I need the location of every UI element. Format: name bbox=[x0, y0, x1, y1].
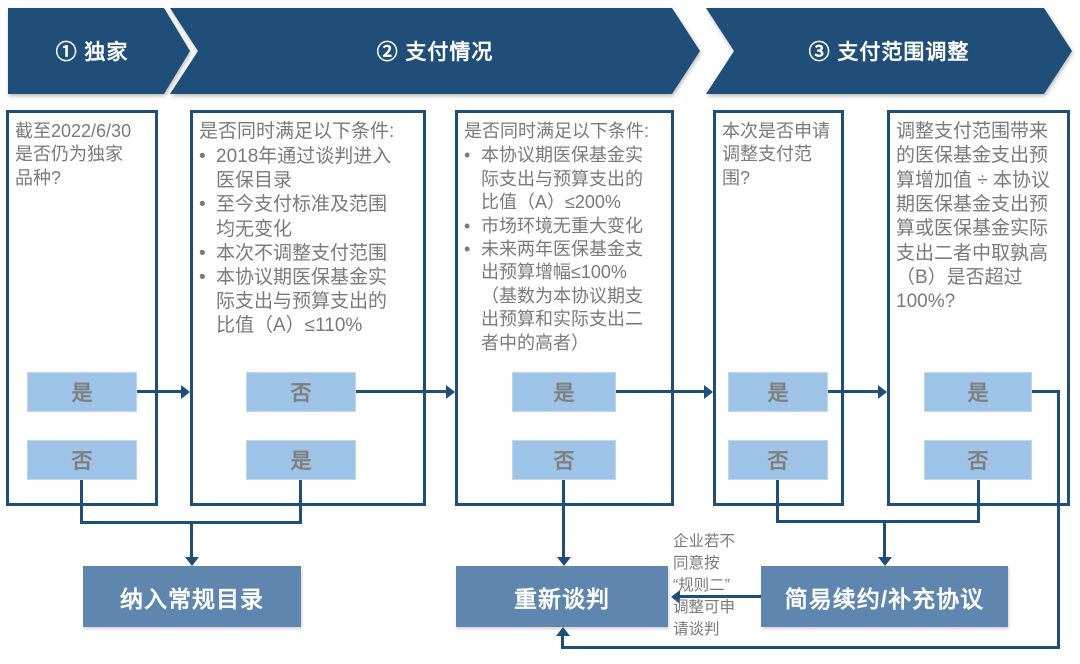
connector-box1no-down bbox=[80, 480, 83, 524]
banner-step-3-label: ③ 支付范围调整 bbox=[808, 41, 970, 64]
question-text-5: 调整支付范围带来 的医保基金支出预 算增加值 ÷ 本协议 期医保基金支出预 算或… bbox=[896, 121, 1050, 313]
connector-merge1-to-outcome1 bbox=[184, 521, 199, 566]
no-button-5: 否 bbox=[924, 440, 1032, 480]
banner-step-1-label: ① 独家 bbox=[55, 41, 129, 64]
connector-merge2-to-outcome3 bbox=[877, 520, 892, 566]
bullet-icon: • bbox=[199, 146, 206, 168]
bullet-icon: • bbox=[464, 145, 471, 166]
yes-button-4: 是 bbox=[728, 372, 828, 412]
connector-box3yes-to-box4 bbox=[616, 384, 713, 399]
question-text-3: 是否同时满足以下条件: bbox=[464, 121, 649, 141]
connector-outcome3-to-outcome2 bbox=[671, 589, 761, 604]
outcome-renegotiate: 重新谈判 bbox=[456, 566, 668, 627]
connector-box2no-to-box3 bbox=[356, 384, 455, 399]
connector-box5no-down bbox=[977, 480, 980, 523]
no-button-3: 否 bbox=[512, 440, 616, 480]
connector-box1yes-to-box2 bbox=[137, 384, 190, 399]
connector-box5yes-right bbox=[1032, 390, 1060, 393]
banner-step-2: ② 支付情况 bbox=[170, 8, 700, 94]
bullet-icon: • bbox=[464, 238, 471, 259]
banner-step-3: ③ 支付范围调整 bbox=[706, 8, 1072, 94]
list-item: •至今支付标准及范围 均无变化 bbox=[199, 193, 417, 241]
annotation-disagree-rule2: 企业若不 同意按 “规则二” 调整可申 请谈判 bbox=[673, 533, 736, 638]
bullet-icon: • bbox=[464, 215, 471, 236]
question-text-4: 本次是否申请 调整支付范围? bbox=[722, 121, 830, 188]
yes-button-5: 是 bbox=[924, 372, 1032, 412]
question-box-3: 是否同时满足以下条件: •本协议期医保基金实 际支出与预算支出的 比值（A）≤2… bbox=[455, 110, 674, 506]
connector-box3no-to-outcome2 bbox=[556, 480, 571, 566]
no-button-1: 否 bbox=[27, 440, 137, 480]
bullet-icon: • bbox=[199, 242, 206, 264]
connector-merge2-horizontal bbox=[776, 520, 980, 523]
list-item: •未来两年医保基金支 出预算增幅≤100% （基数为本协议期支 出预算和实际支出… bbox=[464, 238, 665, 355]
no-button-4: 否 bbox=[728, 440, 828, 480]
bullet-icon: • bbox=[199, 266, 206, 288]
connector-box4no-down bbox=[776, 480, 779, 523]
no-button-2: 否 bbox=[246, 372, 356, 412]
list-item: •本协议期医保基金实 际支出与预算支出的 比值（A）≤110% bbox=[199, 266, 417, 338]
condition-list-2: •2018年通过谈判进入 医保目录 •至今支付标准及范围 均无变化 •本次不调整… bbox=[199, 145, 417, 338]
list-item: •市场环境无重大变化 bbox=[464, 215, 665, 238]
list-item: •2018年通过谈判进入 医保目录 bbox=[199, 145, 417, 193]
banner-step-2-label: ② 支付情况 bbox=[376, 41, 494, 64]
banner-step-1: ① 独家 bbox=[8, 8, 190, 94]
bullet-icon: • bbox=[199, 194, 206, 216]
connector-return-up-to-outcome2 bbox=[555, 627, 570, 649]
yes-button-3: 是 bbox=[512, 372, 616, 412]
list-item: •本次不调整支付范围 bbox=[199, 242, 417, 266]
outcome-regular-catalog: 纳入常规目录 bbox=[83, 566, 301, 627]
list-item: •本协议期医保基金实 际支出与预算支出的 比值（A）≤200% bbox=[464, 144, 665, 214]
yes-button-1: 是 bbox=[27, 372, 137, 412]
condition-list-3: •本协议期医保基金实 际支出与预算支出的 比值（A）≤200% •市场环境无重大… bbox=[464, 144, 665, 355]
question-text-2: 是否同时满足以下条件: bbox=[199, 121, 395, 142]
connector-bottom-return bbox=[561, 646, 1060, 649]
outcome-simple-renewal: 简易续约/补充协议 bbox=[761, 566, 1008, 627]
connector-box4yes-to-box5 bbox=[828, 384, 887, 399]
yes-button-2: 是 bbox=[246, 440, 356, 480]
connector-box5yes-down-right-edge bbox=[1057, 390, 1060, 649]
connector-box2yes-down bbox=[299, 480, 302, 524]
question-text-1: 截至2022/6/30 是否仍为独家 品种? bbox=[15, 121, 132, 188]
